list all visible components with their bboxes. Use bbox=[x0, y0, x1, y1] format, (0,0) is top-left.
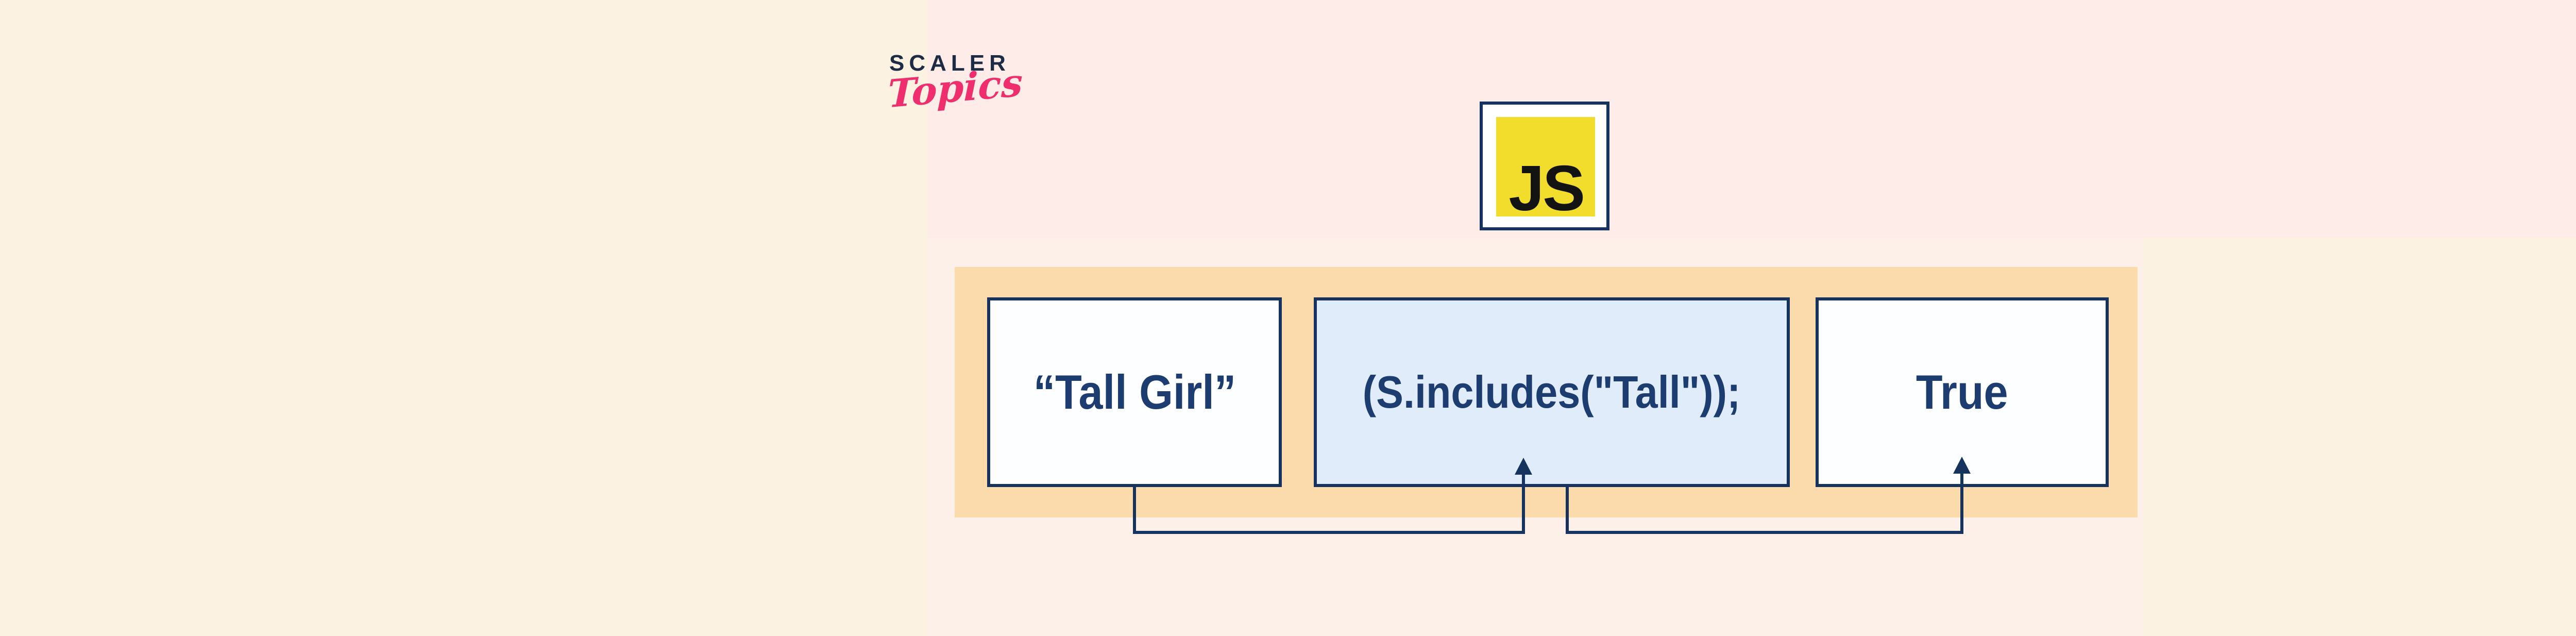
javascript-logo-label: JS bbox=[1509, 153, 1585, 224]
background-tint-upper bbox=[927, 0, 2576, 238]
diagram-box-input-string: “Tall Girl” bbox=[987, 297, 1282, 487]
diagram-box-method-call: (S.includes("Tall")); bbox=[1314, 297, 1790, 487]
result-label: True bbox=[1916, 365, 2008, 419]
scaler-topics-logo: SCALER Topics bbox=[888, 51, 1044, 116]
scaler-wordmark-text: SCALER bbox=[889, 51, 1010, 76]
method-call-label: (S.includes("Tall")); bbox=[1363, 366, 1741, 417]
input-string-label: “Tall Girl” bbox=[1033, 365, 1236, 419]
javascript-logo-icon: JS bbox=[1480, 102, 1609, 230]
javascript-logo-yellow-square: JS bbox=[1496, 117, 1595, 221]
diagram-box-result: True bbox=[1816, 297, 2109, 487]
